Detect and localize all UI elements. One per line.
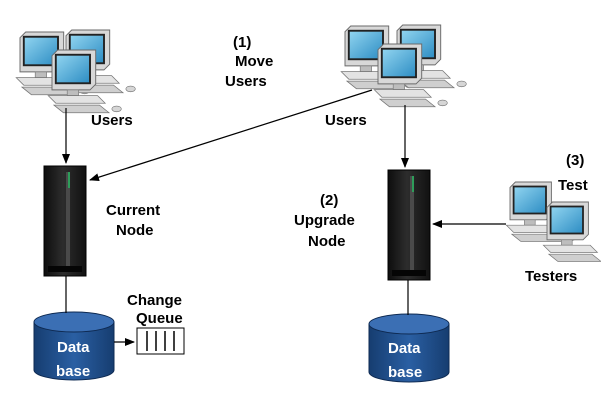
upgrade-node-number: (2) [320, 192, 338, 209]
move-users-number: (1) [233, 34, 251, 51]
upgrade-node-line2: Node [308, 233, 346, 250]
test-line1: Test [558, 177, 588, 194]
change-queue-icon [136, 327, 185, 355]
upgrade-node-label: (2) Upgrade Node [294, 192, 355, 250]
current-node-line1: Current [106, 202, 160, 219]
test-number: (3) [566, 152, 584, 169]
database-right-line2: base [388, 364, 422, 381]
database-right-icon: Data base [368, 313, 450, 383]
current-node-label: Current Node [106, 202, 160, 239]
users-left-label: Users [91, 112, 133, 129]
current-node-line2: Node [116, 222, 154, 239]
test-label: (3) Test [558, 152, 588, 194]
change-queue-line2: Queue [136, 310, 183, 327]
database-left-icon: Data base [33, 311, 115, 381]
users-right-label: Users [325, 112, 367, 129]
testers-label: Testers [525, 268, 577, 285]
move-users-label: (1) Move Users [225, 34, 273, 90]
current-node-server-icon [43, 165, 87, 277]
database-left-line1: Data [57, 339, 90, 356]
database-right-line1: Data [388, 340, 421, 357]
connectors [62, 89, 506, 346]
change-queue-label: Change Queue [127, 292, 183, 327]
move-users-line2: Users [225, 73, 267, 90]
move-users-line1: Move [235, 53, 273, 70]
upgrade-node-line1: Upgrade [294, 212, 355, 229]
database-left-line2: base [56, 363, 90, 380]
users-left-computers-icon [15, 29, 136, 114]
arrow-move-users [89, 89, 373, 182]
upgrade-node-server-icon [387, 169, 431, 281]
change-queue-line1: Change [127, 292, 182, 309]
